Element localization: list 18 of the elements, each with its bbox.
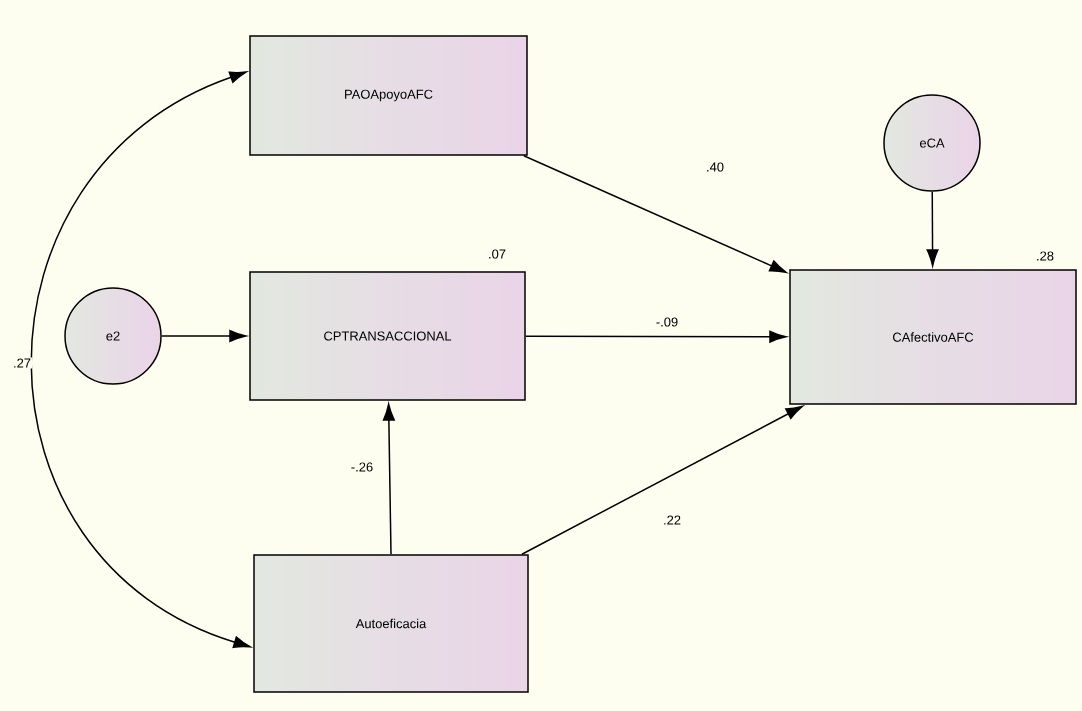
variable-box: PAOApoyoAFC (249, 35, 528, 156)
arrow (382, 403, 395, 555)
coefficient-label: .07 (489, 249, 506, 259)
edge-label: -.26 (351, 462, 373, 472)
arrow (161, 329, 247, 342)
arrow (521, 405, 803, 555)
edge-label: .27 (14, 358, 31, 368)
variable-box: CAfectivoAFC (789, 269, 1077, 405)
arrow (525, 330, 787, 343)
arrow (30, 71, 251, 648)
edge-label: .40 (707, 162, 724, 172)
arrow (926, 191, 939, 267)
edge-label: -.09 (656, 317, 678, 327)
variable-box: CPTRANSACCIONAL (249, 271, 526, 401)
arrow (523, 155, 787, 274)
coefficient-label: .28 (1037, 251, 1054, 261)
edge-label: .22 (664, 515, 681, 525)
variable-box: Autoeficacia (253, 554, 529, 693)
